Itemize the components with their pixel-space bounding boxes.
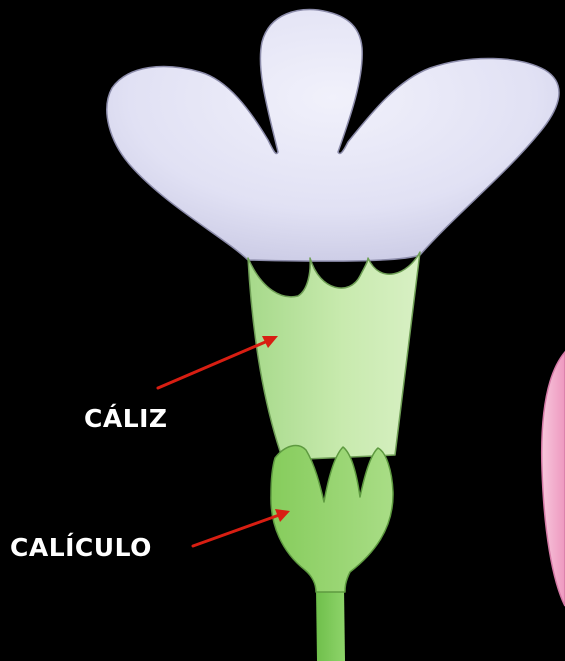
flower-stem bbox=[316, 588, 345, 661]
epicalyx bbox=[271, 446, 393, 592]
caliculo-label: CALÍCULO bbox=[10, 533, 152, 562]
caliculo-arrow bbox=[193, 514, 282, 546]
caliz-label: CÁLIZ bbox=[84, 404, 168, 433]
calyx bbox=[248, 252, 420, 460]
corolla bbox=[107, 10, 559, 262]
caliz-arrow bbox=[158, 340, 270, 388]
pink-bud bbox=[542, 352, 565, 606]
